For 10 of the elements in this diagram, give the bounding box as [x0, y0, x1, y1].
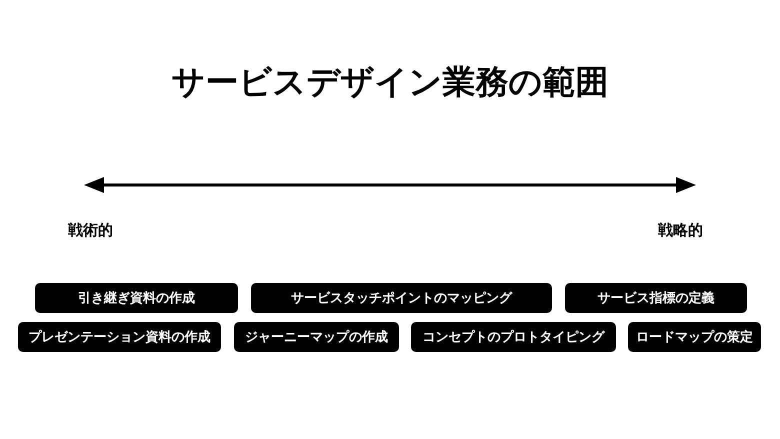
- title: サービスデザイン業務の範囲: [170, 61, 610, 103]
- task-box: コンセプトのプロトタイピング: [411, 322, 616, 352]
- task-box: ジャーニーマップの作成: [234, 322, 399, 352]
- task-box: ロードマップの策定: [628, 322, 761, 352]
- scale-label: 戦略的: [658, 221, 703, 240]
- task-box: プレゼンテーション資料の作成: [18, 322, 221, 352]
- task-box: サービスタッチポイントのマッピング: [251, 283, 552, 313]
- task-box: サービス指標の定義: [565, 283, 747, 313]
- task-box: 引き継ぎ資料の作成: [35, 283, 238, 313]
- scale-label: 戦術的: [68, 221, 113, 240]
